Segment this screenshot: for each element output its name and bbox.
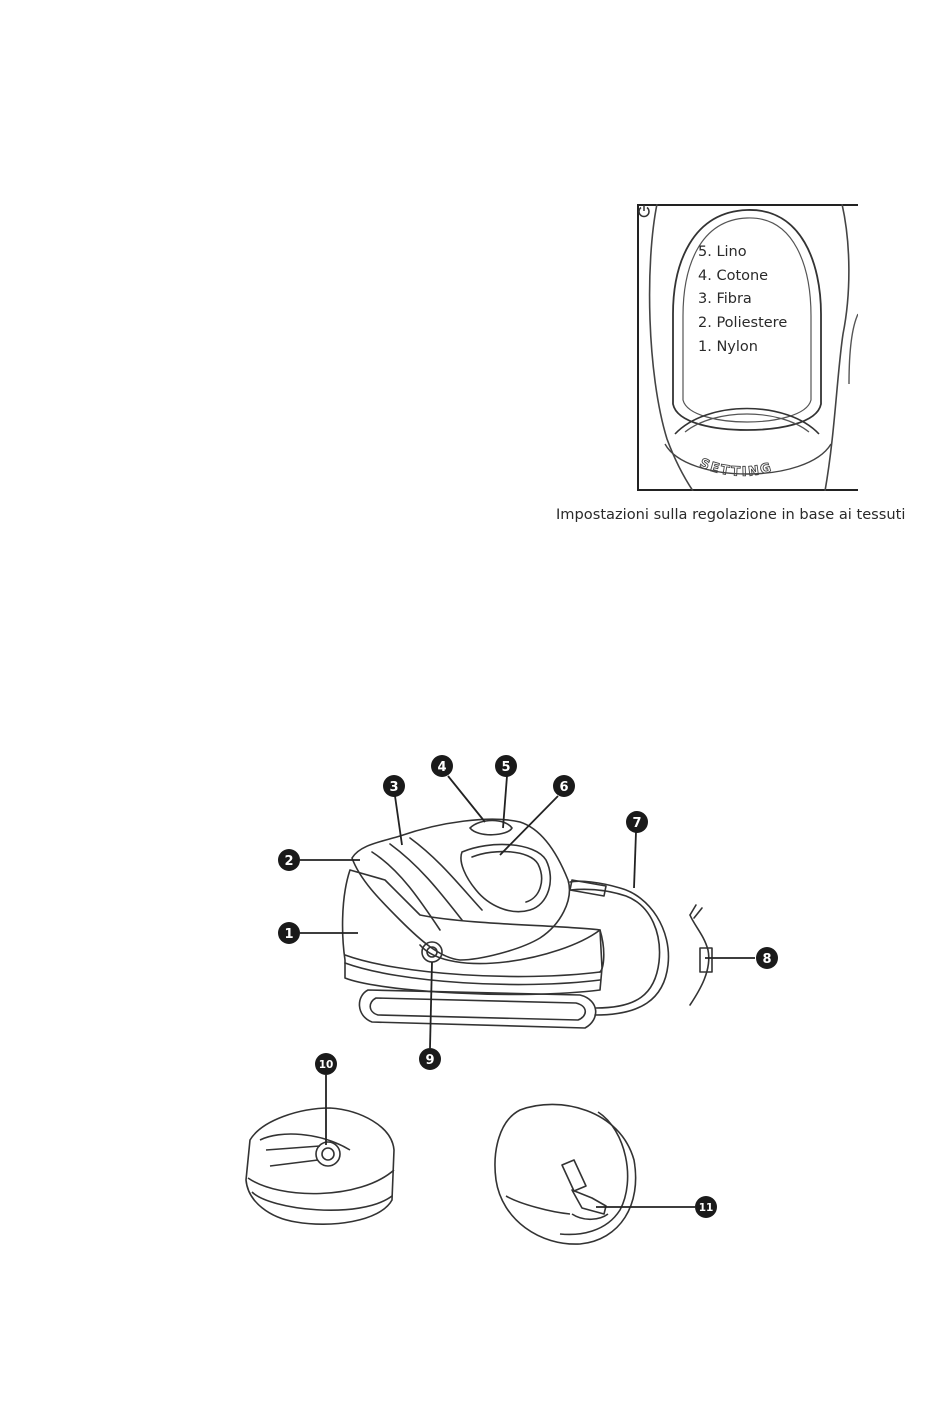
steam-hose	[570, 881, 668, 1015]
svg-text:2: 2	[284, 854, 293, 869]
callout-11: 11	[695, 1196, 717, 1218]
callout-4: 4	[431, 755, 453, 777]
svg-text:4: 4	[437, 760, 446, 775]
callout-9: 9	[419, 1048, 441, 1070]
water-tank-front	[246, 1108, 394, 1224]
callout-8: 8	[756, 947, 778, 969]
svg-text:7: 7	[632, 816, 641, 831]
callout-2: 2	[278, 849, 300, 871]
svg-text:9: 9	[425, 1053, 434, 1068]
callout-7: 7	[626, 811, 648, 833]
callout-5: 5	[495, 755, 517, 777]
base-plate	[359, 990, 595, 1028]
svg-text:10: 10	[319, 1059, 334, 1071]
water-tank-bottom	[495, 1104, 636, 1244]
callout-10: 10	[315, 1053, 337, 1075]
svg-text:6: 6	[559, 780, 568, 795]
svg-text:3: 3	[389, 780, 398, 795]
svg-text:1: 1	[284, 927, 293, 942]
iron-body	[352, 819, 569, 960]
callout-1: 1	[278, 922, 300, 944]
callout-6: 6	[553, 775, 575, 797]
svg-text:5: 5	[501, 760, 510, 775]
svg-text:11: 11	[699, 1202, 714, 1214]
callout-3: 3	[383, 775, 405, 797]
svg-text:8: 8	[762, 952, 771, 967]
